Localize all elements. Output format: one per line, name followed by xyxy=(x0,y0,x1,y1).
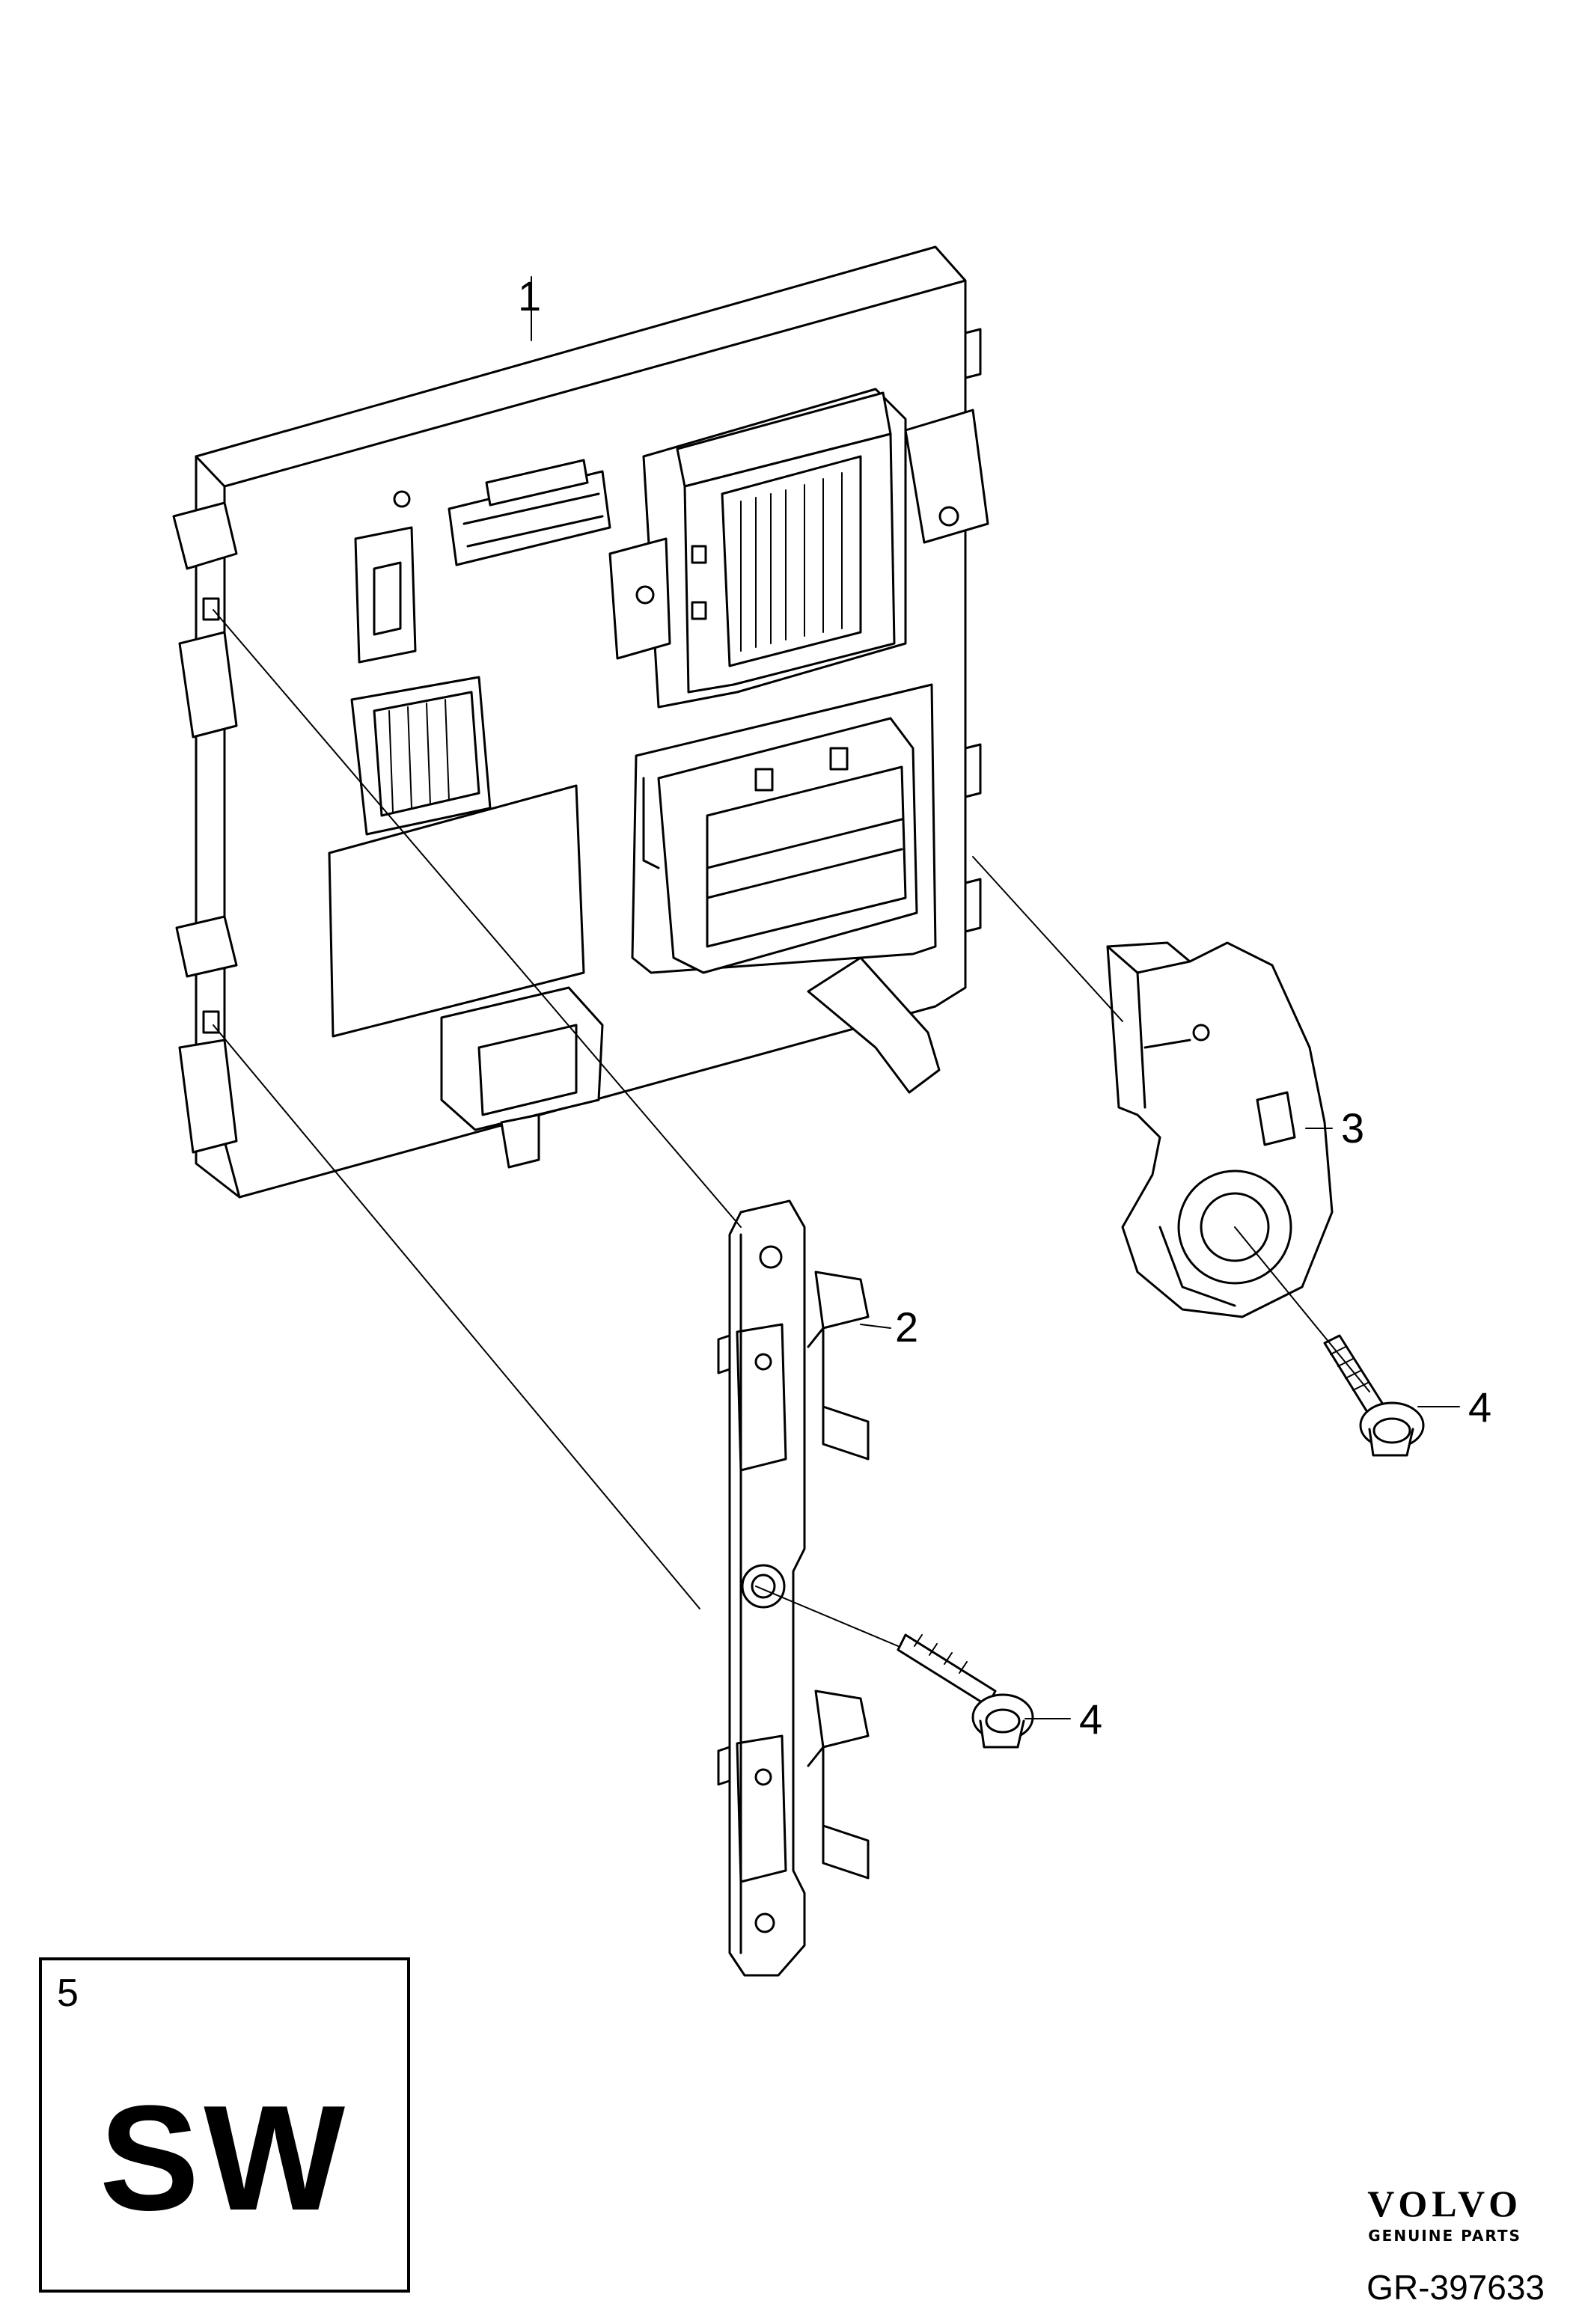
control-module-part-1 xyxy=(172,245,989,1199)
callout-3: 3 xyxy=(1341,1104,1364,1152)
bracket-part-3 xyxy=(1106,941,1334,1318)
bolt-part-4-upper xyxy=(1323,1334,1425,1457)
callout-1: 1 xyxy=(518,272,541,319)
callout-4-upper: 4 xyxy=(1468,1383,1491,1431)
leader-lines xyxy=(213,276,1460,1719)
bracket-part-2 xyxy=(717,1199,870,1977)
software-box-number: 5 xyxy=(57,1972,79,2015)
callout-4-lower: 4 xyxy=(1079,1695,1102,1743)
software-label: SW xyxy=(99,2075,350,2242)
bolt-part-4-lower xyxy=(897,1633,1034,1749)
volvo-logo: VOLVO GENUINE PARTS xyxy=(1367,2185,1522,2245)
reference-number: GR-397633 xyxy=(1366,2268,1545,2307)
software-box: 5 SW xyxy=(39,1957,410,2293)
callout-2: 2 xyxy=(895,1303,918,1351)
brand-name: VOLVO xyxy=(1367,2183,1522,2224)
brand-tagline: GENUINE PARTS xyxy=(1368,2227,1521,2245)
